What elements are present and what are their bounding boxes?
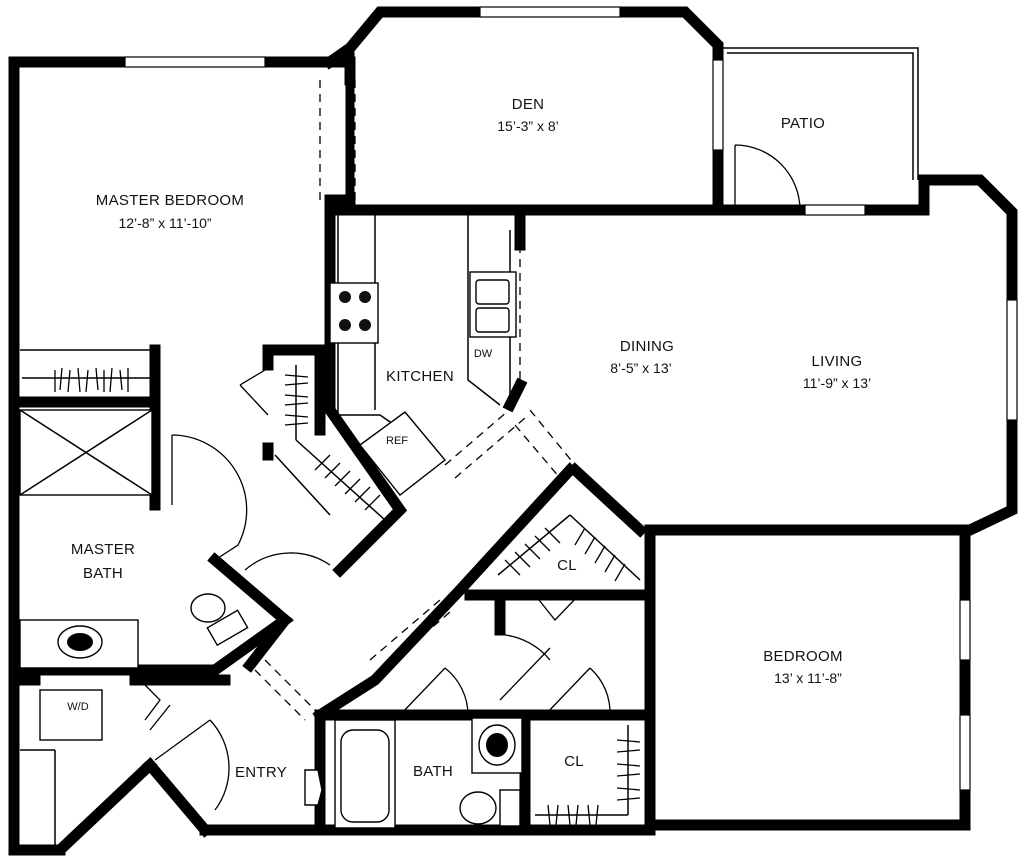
bedroom-label: BEDROOM (763, 648, 843, 665)
patio-railing (722, 47, 919, 180)
window-living (1006, 299, 1018, 421)
closet-bedroom-label: CL (564, 753, 584, 770)
window-den (479, 6, 621, 18)
window-patio-door (804, 204, 866, 216)
closet-center-label: CL (557, 557, 577, 574)
den-label: DEN (512, 96, 545, 113)
window-master-bedroom (124, 56, 266, 68)
room-labels: DEN 15’-3” x 8’ PATIO MASTER BEDROOM 12’… (71, 96, 871, 781)
refrigerator-label: REF (386, 435, 408, 447)
dining-label: DINING (620, 338, 674, 355)
master-bath-label-line1: MASTER (71, 541, 135, 558)
master-vanity (19, 619, 139, 669)
windows (124, 6, 1018, 791)
doors (144, 144, 801, 811)
kitchen-sink (469, 271, 517, 338)
entry-label: ENTRY (235, 764, 287, 781)
washer-dryer (20, 689, 103, 850)
window-den-right (712, 59, 724, 151)
window-bedroom-lower (959, 714, 971, 791)
master-bedroom-dimensions: 12’-8” x 11’-10” (118, 215, 211, 231)
closet-rods (20, 349, 641, 826)
patio-label: PATIO (781, 115, 825, 132)
bath-toilet (459, 789, 521, 827)
master-toilet (190, 593, 249, 647)
entry-closet-shelf (304, 769, 323, 806)
bath-label: BATH (413, 763, 453, 780)
den-dimensions: 15’-3” x 8’ (497, 118, 558, 134)
dishwasher-label: DW (474, 348, 493, 360)
master-bath-label-line2: BATH (83, 565, 123, 582)
closet-rod-center (497, 514, 641, 582)
kitchen-label: KITCHEN (386, 368, 454, 385)
closet-rod-hall (274, 365, 386, 521)
bath-sink (471, 717, 523, 774)
dashed-openings (254, 80, 576, 721)
washer-dryer-label: W/D (67, 701, 88, 713)
living-dimensions: 11’-9” x 13’ (803, 375, 871, 391)
refrigerator (358, 411, 447, 496)
master-bedroom-label: MASTER BEDROOM (96, 192, 244, 209)
fixture-labels: DW REF W/D (67, 348, 492, 713)
bathtub (334, 719, 396, 829)
stove (329, 282, 379, 344)
window-bedroom-upper (959, 599, 971, 661)
closet-rod-bedroom (535, 725, 641, 826)
master-shower (19, 409, 153, 496)
living-label: LIVING (812, 353, 863, 370)
dining-dimensions: 8’-5” x 13’ (610, 360, 671, 376)
closet-rod-master (20, 349, 150, 393)
bedroom-dimensions: 13’ x 11’-8” (774, 670, 842, 686)
